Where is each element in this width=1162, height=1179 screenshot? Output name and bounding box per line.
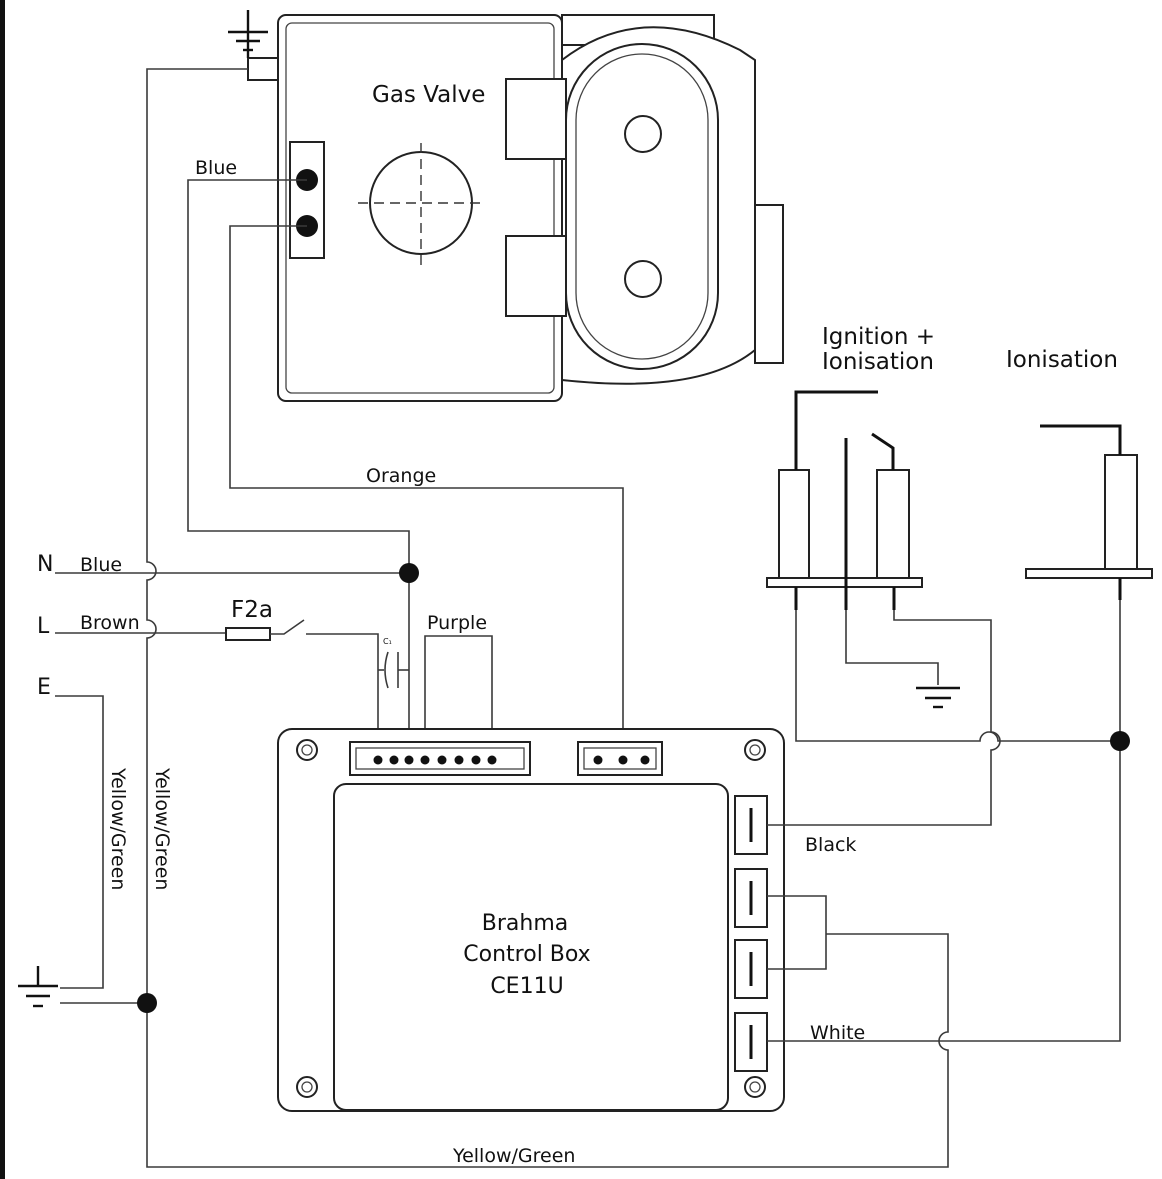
- label-orange: Orange: [366, 465, 436, 487]
- wire-blue-valve: [187, 179, 410, 573]
- wire-earth-terminal: [55, 695, 104, 989]
- label-yellow-green-mid: Yellow/Green: [151, 767, 173, 890]
- wire-live-c: [306, 633, 379, 760]
- terminal-l: L: [37, 614, 50, 639]
- earth-symbol-top: [228, 10, 268, 58]
- wire-electrode-earth: [845, 610, 939, 685]
- label-blue-valve: Blue: [195, 157, 237, 179]
- ignition-electrode: [766, 390, 923, 610]
- control-box-line-3: CE11U: [490, 974, 563, 999]
- control-box-line-1: Brahma: [482, 911, 568, 936]
- terminal-e: E: [37, 675, 51, 700]
- wire-purple: [424, 635, 493, 760]
- wire-white: [767, 741, 1121, 1042]
- wire-white-loop: [767, 895, 827, 970]
- label-black: Black: [805, 834, 856, 856]
- label-white: White: [810, 1022, 865, 1044]
- gas-valve-label: Gas Valve: [372, 82, 485, 108]
- capacitor-label: C₁: [383, 637, 392, 646]
- terminal-n: N: [37, 552, 53, 577]
- wire-electrode-left: [795, 610, 1120, 742]
- control-box: Brahma Control Box CE11U: [277, 728, 785, 1112]
- junction-neutral: [399, 563, 419, 583]
- label-yellow-green-left: Yellow/Green: [107, 767, 129, 890]
- label-brown: Brown: [80, 612, 140, 634]
- label-fuse: F2a: [231, 597, 273, 623]
- earth-symbol-electrode: [916, 686, 960, 709]
- control-box-line-2: Control Box: [463, 942, 590, 967]
- wire-live-b: [270, 619, 305, 635]
- wire-black: [767, 604, 1001, 826]
- label-ignition-2: Ionisation: [822, 349, 934, 375]
- earth-symbol-left: [18, 966, 58, 1008]
- junction-ionisation: [1110, 731, 1130, 751]
- ionisation-electrode: [1025, 424, 1153, 741]
- left-border: [0, 0, 5, 1179]
- gas-valve: Gas Valve: [247, 14, 784, 402]
- label-purple: Purple: [427, 612, 487, 634]
- label-ignition-1: Ignition +: [822, 324, 935, 350]
- fuse: [225, 627, 271, 641]
- label-ionisation: Ionisation: [1006, 347, 1118, 373]
- wire-yellow-green-bottom: [146, 933, 949, 1168]
- label-blue-neutral: Blue: [80, 554, 122, 576]
- junction-earth-left: [137, 993, 157, 1013]
- label-yellow-green-bottom: Yellow/Green: [452, 1145, 575, 1167]
- wire-orange: [229, 225, 624, 760]
- capacitor: C₁: [378, 637, 409, 689]
- wire-yellow-green-main: [146, 68, 248, 1003]
